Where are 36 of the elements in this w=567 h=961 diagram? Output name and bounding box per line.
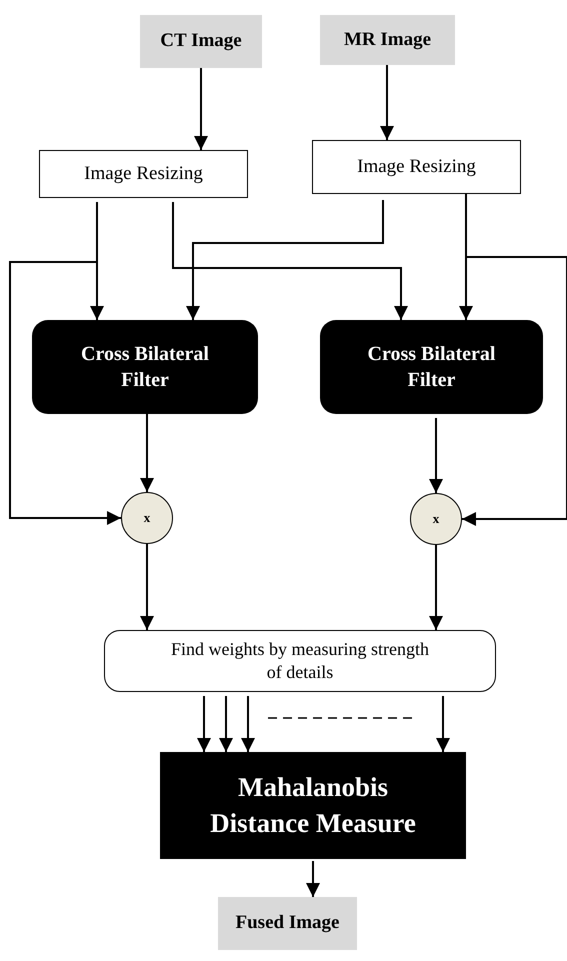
arrow	[380, 65, 394, 140]
node-label: Cross Bilateral Filter	[366, 342, 496, 393]
process-box	[312, 140, 521, 194]
arrow	[140, 544, 154, 630]
arrow	[197, 696, 211, 752]
process-box	[39, 150, 248, 198]
multiply-circle	[410, 493, 462, 545]
filter-box	[32, 320, 258, 414]
measure-box	[160, 752, 466, 859]
arrow	[219, 696, 233, 752]
node-label: Mahalanobis Distance Measure	[209, 771, 417, 840]
node-label: x	[144, 510, 150, 526]
node-label: Image Resizing	[84, 162, 203, 186]
arrow	[186, 200, 384, 320]
io-box	[140, 15, 262, 68]
arrow	[140, 414, 154, 492]
arrow	[241, 696, 255, 752]
node-label: CT Image	[160, 29, 242, 54]
node-label: x	[432, 510, 440, 528]
node-label: Find weights by measuring strength of details	[170, 638, 430, 684]
arrow	[172, 202, 408, 320]
io-box	[320, 15, 455, 65]
node-label: MR Image	[344, 28, 432, 52]
arrow	[9, 202, 121, 525]
filter-box	[320, 320, 543, 414]
arrow	[306, 861, 320, 897]
arrow	[436, 696, 450, 752]
process-box	[104, 630, 496, 692]
node-label: Fused Image	[236, 911, 340, 936]
arrow	[429, 418, 443, 493]
multiply-circle	[121, 492, 173, 544]
node-label: Image Resizing	[357, 154, 476, 179]
node-label: Cross Bilateral Filter	[80, 342, 210, 393]
arrow	[194, 68, 208, 150]
arrow	[429, 545, 443, 630]
io-box	[218, 897, 357, 950]
